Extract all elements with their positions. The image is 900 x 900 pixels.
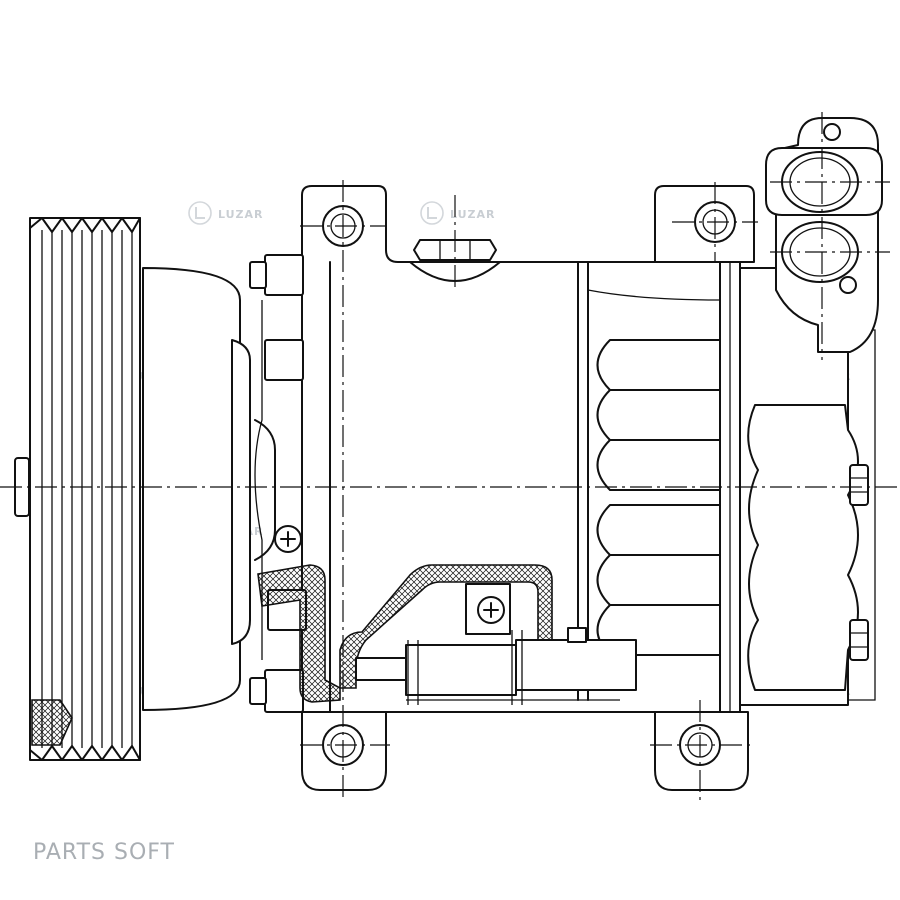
centre-lines xyxy=(0,112,900,800)
cylinder-lobes xyxy=(587,289,721,656)
phillips-screw-connector xyxy=(477,596,505,624)
phillips-screw-housing xyxy=(274,525,302,553)
watermark-1: LUZAR xyxy=(188,201,264,225)
front-flange-bolts xyxy=(249,254,307,713)
pulley xyxy=(14,217,141,761)
svg-text:LUZAR: LUZAR xyxy=(450,208,496,221)
brand-caption: PARTS SOFT xyxy=(33,840,175,865)
clutch-assembly xyxy=(142,267,276,711)
watermark-2: LUZAR xyxy=(420,201,496,225)
svg-text:LUZAR: LUZAR xyxy=(218,208,264,221)
